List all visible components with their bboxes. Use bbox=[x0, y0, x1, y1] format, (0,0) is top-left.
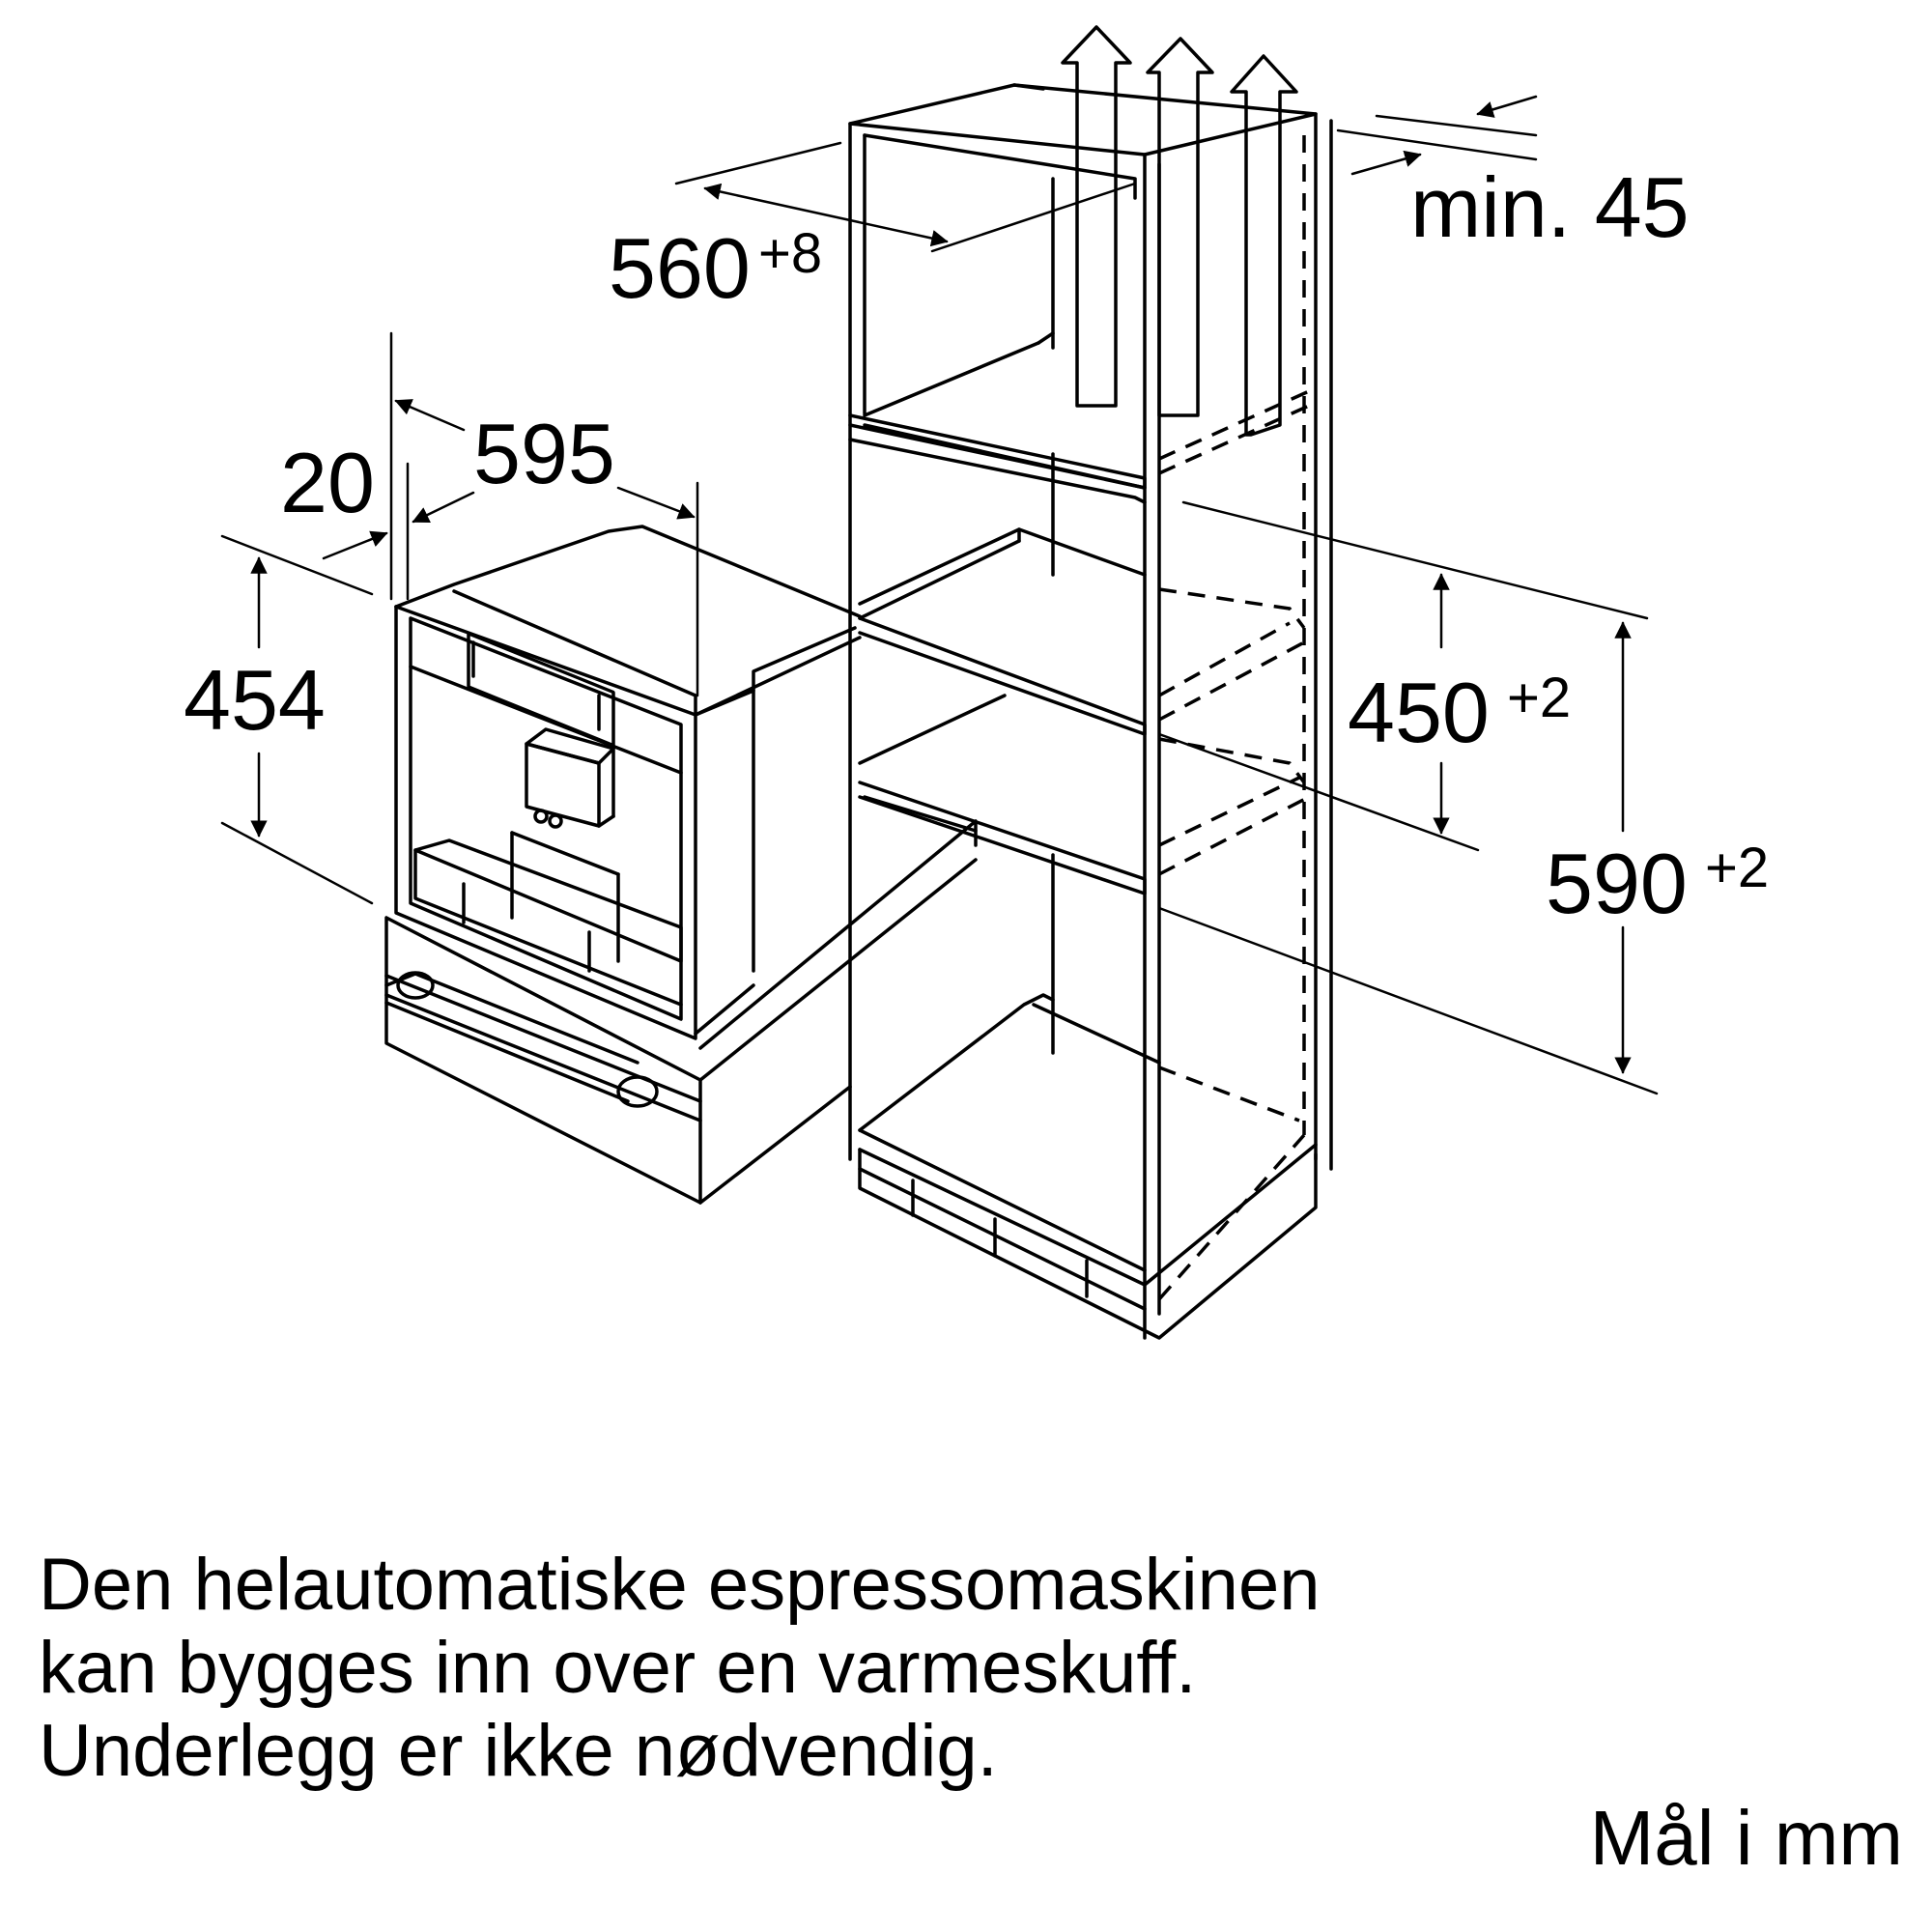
min-gap-value: min. 45 bbox=[1410, 159, 1690, 255]
tall-cabinet bbox=[848, 83, 1333, 1340]
airflow-arrows-icon bbox=[1061, 25, 1298, 437]
units-note: Mål i mm bbox=[1589, 1795, 1903, 1881]
dimension-offset bbox=[322, 462, 475, 601]
niche-tolerance: +2 bbox=[1507, 667, 1571, 729]
dimension-niche bbox=[1157, 500, 1649, 852]
dimension-depth bbox=[674, 141, 1137, 253]
warming-drawer bbox=[384, 795, 978, 1205]
caption-line-3: Underlegg er ikke nødvendig. bbox=[39, 1710, 998, 1792]
height-value: 454 bbox=[184, 652, 326, 748]
espresso-machine bbox=[394, 525, 862, 1040]
width-value: 595 bbox=[473, 406, 615, 501]
total-tolerance: +2 bbox=[1705, 837, 1769, 899]
caption-line-1: Den helautomatiske espressomaskinen bbox=[39, 1544, 1321, 1626]
total-value: 590 bbox=[1546, 836, 1688, 931]
caption: Den helautomatiske espressomaskinen kan … bbox=[39, 1544, 1320, 1793]
dimension-width bbox=[389, 331, 699, 697]
dimension-total bbox=[1157, 621, 1659, 1095]
caption-line-2: kan bygges inn over en varmeskuff. bbox=[39, 1627, 1197, 1709]
dimension-height bbox=[220, 534, 374, 905]
offset-value: 20 bbox=[280, 435, 375, 530]
niche-value: 450 bbox=[1348, 665, 1490, 760]
depth-tolerance: +8 bbox=[758, 222, 822, 285]
depth-value: 560 bbox=[609, 220, 751, 316]
dimension-min-gap bbox=[1336, 95, 1538, 176]
